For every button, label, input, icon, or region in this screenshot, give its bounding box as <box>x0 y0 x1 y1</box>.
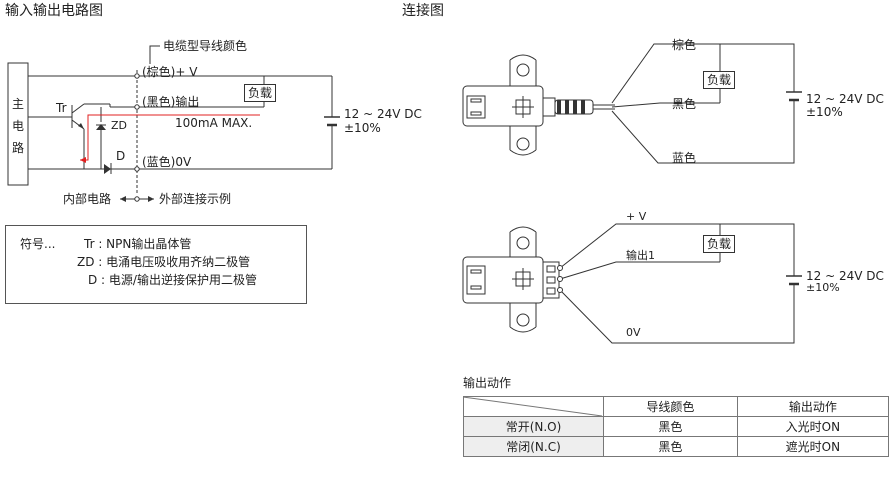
table-cell-mode: 常闭(N.C) <box>463 436 604 457</box>
output-action-table: 导线颜色 输出动作 常开(N.O) 黑色 入光时ON 常闭(N.C) 黑色 遮光… <box>463 396 890 457</box>
table-cell-mode: 常开(N.O) <box>463 416 604 437</box>
table-cell-color: 黑色 <box>603 416 738 437</box>
wire-brown-plus-v: (棕色)+ V <box>142 65 198 79</box>
output-action-title: 输出动作 <box>463 376 512 390</box>
connector-supply-voltage: 12 ~ 24V DC <box>806 269 884 283</box>
legend-prefix: 符号... <box>20 237 56 251</box>
legend-zd: ZD : 电涌电压吸收用齐纳二极管 <box>77 255 251 269</box>
legend-d: D : 电源/输出逆接保护用二极管 <box>88 273 257 287</box>
table-header-corner <box>463 396 604 417</box>
connector-supply-tolerance: ±10% <box>806 281 840 294</box>
supply-voltage-label: 12 ~ 24V DC <box>344 107 422 121</box>
cable-supply-tolerance: ±10% <box>806 105 843 119</box>
cable-load-box: 负载 <box>703 71 736 89</box>
cable-blue-label: 蓝色 <box>672 151 697 165</box>
table-header-row: 导线颜色 输出动作 <box>463 396 890 417</box>
connector-load-box: 负载 <box>703 235 736 253</box>
table-cell-action: 遮光时ON <box>736 436 890 457</box>
connector-plus-v-label: + V <box>626 210 647 223</box>
main-circuit-box <box>7 62 29 186</box>
symbol-legend: 符号... Tr : NPN输出晶体管 ZD : 电涌电压吸收用齐纳二极管 D … <box>5 225 307 304</box>
diode-label: D <box>116 149 126 163</box>
table-row: 常开(N.O) 黑色 入光时ON <box>463 416 890 437</box>
internal-circuit-label: 内部电路 <box>63 192 112 206</box>
connector-0v-label: 0V <box>626 326 641 339</box>
zener-label: ZD <box>111 119 128 132</box>
cable-color-label: 电缆型导线颜色 <box>163 39 248 53</box>
wire-blue-0v: (蓝色)0V <box>142 155 192 169</box>
connection-title: 连接图 <box>402 3 444 19</box>
wire-black-output: (黑色)输出 <box>142 95 200 109</box>
cable-brown-label: 棕色 <box>672 38 697 52</box>
main-circuit-char-1: 主 <box>12 97 25 111</box>
table-header-output-action: 输出动作 <box>736 396 890 417</box>
cable-black-label: 黑色 <box>672 97 697 111</box>
transistor-label: Tr <box>56 101 67 115</box>
connector-output1-label: 输出1 <box>626 249 655 262</box>
cable-supply-voltage: 12 ~ 24V DC <box>806 92 884 106</box>
legend-tr: Tr : NPN输出晶体管 <box>84 237 192 251</box>
cable-color-leader <box>149 45 160 64</box>
main-circuit-char-2: 电 <box>12 119 25 133</box>
load-box: 负载 <box>244 84 277 102</box>
external-example-label: 外部连接示例 <box>159 192 232 206</box>
main-circuit-char-3: 路 <box>12 141 25 155</box>
max-current-label: 100mA MAX. <box>175 116 253 130</box>
io-circuit-title: 输入输出电路图 <box>5 3 103 19</box>
table-header-wire-color: 导线颜色 <box>603 396 738 417</box>
table-row: 常闭(N.C) 黑色 遮光时ON <box>463 436 890 457</box>
table-cell-action: 入光时ON <box>736 416 890 437</box>
table-cell-color: 黑色 <box>603 436 738 457</box>
supply-tolerance-label: ±10% <box>344 121 381 135</box>
